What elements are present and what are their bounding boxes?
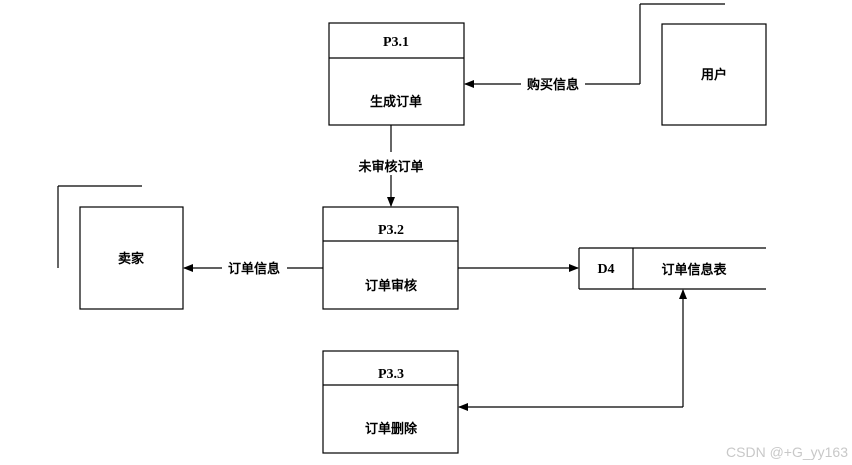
datastore-name: 订单信息表 bbox=[661, 262, 727, 278]
process-p33-id: P3.3 bbox=[378, 367, 404, 382]
process-p31-box bbox=[328, 22, 465, 126]
process-p32: P3.2 订单审核 bbox=[322, 206, 459, 310]
flow-purchase-label: 购买信息 bbox=[527, 77, 579, 93]
flow-order-info: 订单信息 bbox=[183, 261, 323, 277]
datastore-d4: D4 订单信息表 bbox=[578, 247, 766, 290]
entity-user-label: 用户 bbox=[700, 67, 727, 83]
watermark: CSDN @+G_yy163 bbox=[726, 444, 848, 460]
process-p33-box bbox=[322, 350, 459, 454]
entity-user-box bbox=[661, 23, 767, 126]
process-p31-name: 生成订单 bbox=[370, 94, 422, 110]
process-p33-name: 订单删除 bbox=[365, 421, 418, 437]
entity-seller: 卖家 bbox=[57, 185, 184, 310]
process-p31-id: P3.1 bbox=[383, 35, 409, 50]
process-p31: P3.1 生成订单 bbox=[328, 22, 465, 126]
process-p32-box bbox=[322, 206, 459, 310]
flow-purchase-info: 购买信息 bbox=[464, 77, 640, 93]
entity-seller-box bbox=[79, 206, 184, 310]
flow-unreviewed-orders: 未审核订单 bbox=[357, 125, 424, 207]
process-p32-id: P3.2 bbox=[378, 223, 404, 238]
process-p33: P3.3 订单删除 bbox=[322, 350, 459, 454]
process-p32-name: 订单审核 bbox=[365, 278, 417, 294]
datastore-id: D4 bbox=[597, 262, 614, 277]
entity-user: 用户 bbox=[639, 3, 767, 126]
flow-order-info-label: 订单信息 bbox=[228, 261, 280, 277]
entity-seller-label: 卖家 bbox=[118, 251, 145, 267]
flow-d4-p33 bbox=[458, 289, 687, 411]
flow-unreviewed-label: 未审核订单 bbox=[357, 159, 423, 175]
